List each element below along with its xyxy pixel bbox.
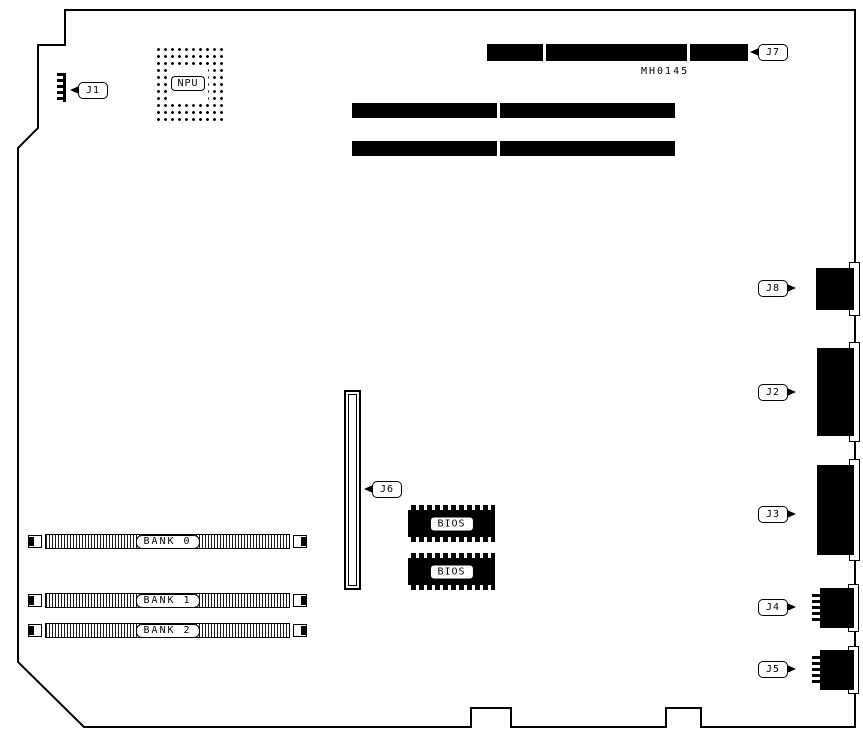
memory-bank-0: BANK 0 bbox=[28, 533, 307, 550]
j4-pins bbox=[812, 594, 820, 622]
bank-clip bbox=[293, 594, 307, 607]
callout-j7-label: J7 bbox=[758, 43, 789, 61]
j5-connector bbox=[820, 650, 854, 690]
bank-1-label: BANK 1 bbox=[135, 593, 200, 608]
j8-connector bbox=[816, 268, 854, 310]
callout-arrow-icon bbox=[750, 48, 759, 56]
expansion-slot-2 bbox=[352, 141, 675, 156]
bios-chip-2-label: BIOS bbox=[429, 564, 474, 579]
memory-bank-2: BANK 2 bbox=[28, 622, 307, 639]
callout-j7: J7 bbox=[750, 43, 789, 61]
memory-bank-1: BANK 1 bbox=[28, 592, 307, 609]
callout-arrow-icon bbox=[364, 485, 373, 493]
callout-j1-label: J1 bbox=[78, 81, 109, 99]
slot-divider bbox=[543, 44, 546, 61]
bank-2-label: BANK 2 bbox=[135, 623, 200, 638]
bios-chip-1-label: BIOS bbox=[429, 516, 474, 531]
bios-chip-2: BIOS bbox=[408, 553, 495, 590]
slot-divider bbox=[497, 141, 500, 156]
j4-connector bbox=[820, 588, 854, 628]
npu-label: NPU bbox=[171, 75, 205, 91]
callout-j5: J5 bbox=[758, 660, 797, 678]
callout-j8-label: J8 bbox=[758, 279, 789, 297]
j6-slot-groove bbox=[348, 394, 357, 586]
callout-j2: J2 bbox=[758, 383, 797, 401]
callout-j2-label: J2 bbox=[758, 383, 789, 401]
bank-clip bbox=[28, 535, 42, 548]
bank-clip bbox=[28, 594, 42, 607]
j1-pin-header bbox=[57, 73, 66, 102]
callout-j5-label: J5 bbox=[758, 660, 789, 678]
slot-divider bbox=[687, 44, 690, 61]
callout-j3-label: J3 bbox=[758, 505, 789, 523]
expansion-slot-1 bbox=[352, 103, 675, 118]
j6-slot bbox=[344, 390, 361, 590]
callout-arrow-icon bbox=[787, 510, 797, 518]
slot-divider bbox=[497, 103, 500, 118]
bank-clip bbox=[28, 624, 42, 637]
callout-arrow-icon bbox=[787, 388, 797, 396]
bank-0-label: BANK 0 bbox=[135, 534, 200, 549]
callout-j6-label: J6 bbox=[372, 480, 403, 498]
callout-j4: J4 bbox=[758, 598, 797, 616]
bios-chip-1: BIOS bbox=[408, 505, 495, 542]
bank-clip bbox=[293, 535, 307, 548]
callout-j4-label: J4 bbox=[758, 598, 789, 616]
callout-arrow-icon bbox=[787, 284, 797, 292]
callout-j8: J8 bbox=[758, 279, 797, 297]
callout-arrow-icon bbox=[787, 603, 797, 611]
npu-chip-core: NPU bbox=[168, 66, 208, 100]
j5-pins bbox=[812, 656, 820, 684]
callout-arrow-icon bbox=[70, 86, 79, 94]
board-code: MH0145 bbox=[641, 66, 690, 77]
callout-j6: J6 bbox=[364, 480, 403, 498]
callout-j3: J3 bbox=[758, 505, 797, 523]
j3-connector bbox=[817, 465, 854, 555]
callout-arrow-icon bbox=[787, 665, 797, 673]
bank-clip bbox=[293, 624, 307, 637]
npu-chip: NPU bbox=[153, 44, 223, 122]
j2-connector bbox=[817, 348, 854, 436]
j7-slot bbox=[487, 44, 748, 61]
callout-j1: J1 bbox=[70, 81, 109, 99]
